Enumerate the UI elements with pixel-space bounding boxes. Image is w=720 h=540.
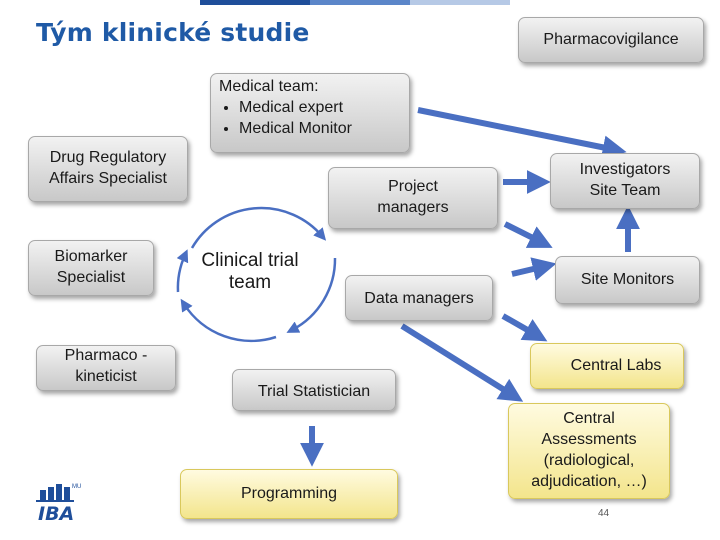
cycle-arrow-bottom [180, 298, 277, 343]
medical-team-heading: Medical team: [219, 78, 319, 95]
top-accent-bar-light [410, 0, 510, 5]
arrow-datamanagers-to-centrallabs [501, 313, 548, 342]
node-programming-label: Programming [240, 484, 338, 502]
arrow-medical-to-investigators [417, 107, 627, 160]
cycle-arrow-top [190, 206, 327, 249]
node-trial-statistician-label: Trial Statistician [257, 382, 371, 400]
logo-columns-icon [36, 484, 74, 502]
node-data-managers-label: Data managers [364, 290, 474, 308]
top-accent-bar-mid [310, 0, 410, 5]
node-biomarker: Biomarker Specialist [28, 240, 154, 296]
page-number: 44 [598, 508, 610, 519]
node-site-monitors-label: Site Monitors [580, 270, 675, 288]
node-trial-statistician: Trial Statistician [232, 369, 396, 411]
medical-team-item-monitor: Medical Monitor [239, 119, 352, 140]
node-drug-regulatory: Drug Regulatory Affairs Specialist [28, 136, 188, 202]
node-pharmacovigilance: Pharmacovigilance [518, 17, 704, 63]
medical-team-item-expert: Medical expert [239, 98, 352, 119]
node-central-labs: Central Labs [530, 343, 684, 389]
center-clinical-trial-team: Clinical trial team [201, 250, 299, 293]
node-pharmacovigilance-label: Pharmacovigilance [543, 30, 679, 48]
node-data-managers: Data managers [345, 275, 493, 321]
node-project-managers-label: Project managers [377, 178, 449, 216]
iba-logo: MU IBA [34, 484, 82, 526]
node-drug-regulatory-label: Drug Regulatory Affairs Specialist [49, 149, 167, 187]
arrow-statistician-to-assessments [400, 323, 524, 402]
node-biomarker-label: Biomarker Specialist [54, 248, 128, 286]
node-pharmacokineticist: Pharmaco - kineticist [36, 345, 176, 391]
node-pharmacokineticist-label: Pharmaco - kineticist [64, 347, 148, 385]
logo-top-text: MU [72, 484, 82, 490]
node-project-managers: Project managers [328, 167, 498, 229]
node-central-labs-label: Central Labs [570, 356, 662, 374]
arrow-project-to-sitemonitors [503, 221, 553, 248]
page-title: Tým klinické studie [36, 18, 310, 47]
node-programming: Programming [180, 469, 398, 519]
node-medical-team: Medical team: Medical expert Medical Mon… [210, 73, 410, 153]
node-central-assessments-label: Central Assessments (radiological, adjud… [531, 410, 647, 490]
node-central-assessments: Central Assessments (radiological, adjud… [508, 403, 670, 499]
arrow-datamanagers-to-sitemonitors [511, 257, 557, 281]
cycle-arrow-right [286, 257, 337, 333]
logo-bottom-text: IBA [38, 503, 75, 525]
node-investigators-label: Investigators Site Team [579, 161, 671, 199]
cycle-arrow-left [176, 249, 189, 293]
node-site-monitors: Site Monitors [555, 256, 700, 304]
top-accent-bar-dark [200, 0, 310, 5]
node-investigators: Investigators Site Team [550, 153, 700, 209]
